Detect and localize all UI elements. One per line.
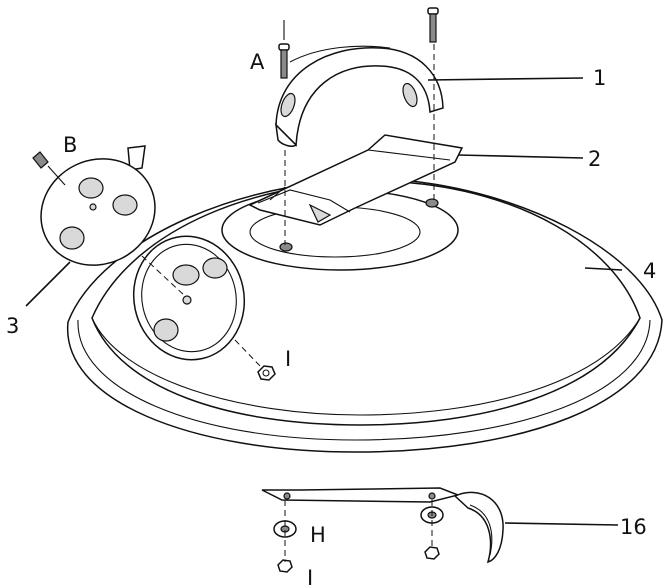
screw-a xyxy=(278,7,439,79)
label-hw-b: B xyxy=(63,133,77,157)
label-hw-a: A xyxy=(250,50,265,74)
label-part-2: 2 xyxy=(588,147,601,171)
washer-h xyxy=(273,506,444,538)
label-part-4: 4 xyxy=(643,259,656,283)
screw-b xyxy=(32,151,66,186)
label-hw-i-top: I xyxy=(285,347,291,371)
nut-i-top xyxy=(257,365,276,381)
label-part-1: 1 xyxy=(593,66,606,90)
lid xyxy=(67,178,663,453)
handle xyxy=(274,45,444,147)
label-part-3: 3 xyxy=(6,314,19,338)
heat-shield xyxy=(248,134,464,226)
lid-hanger xyxy=(261,487,504,564)
leader-lines xyxy=(25,77,623,526)
label-hw-h: H xyxy=(310,523,326,547)
assembly-lines xyxy=(141,44,435,562)
nut-i-bottom xyxy=(277,546,440,573)
label-part-16: 16 xyxy=(620,515,647,539)
damper xyxy=(40,145,156,266)
label-hw-i-bottom: I xyxy=(307,566,313,587)
